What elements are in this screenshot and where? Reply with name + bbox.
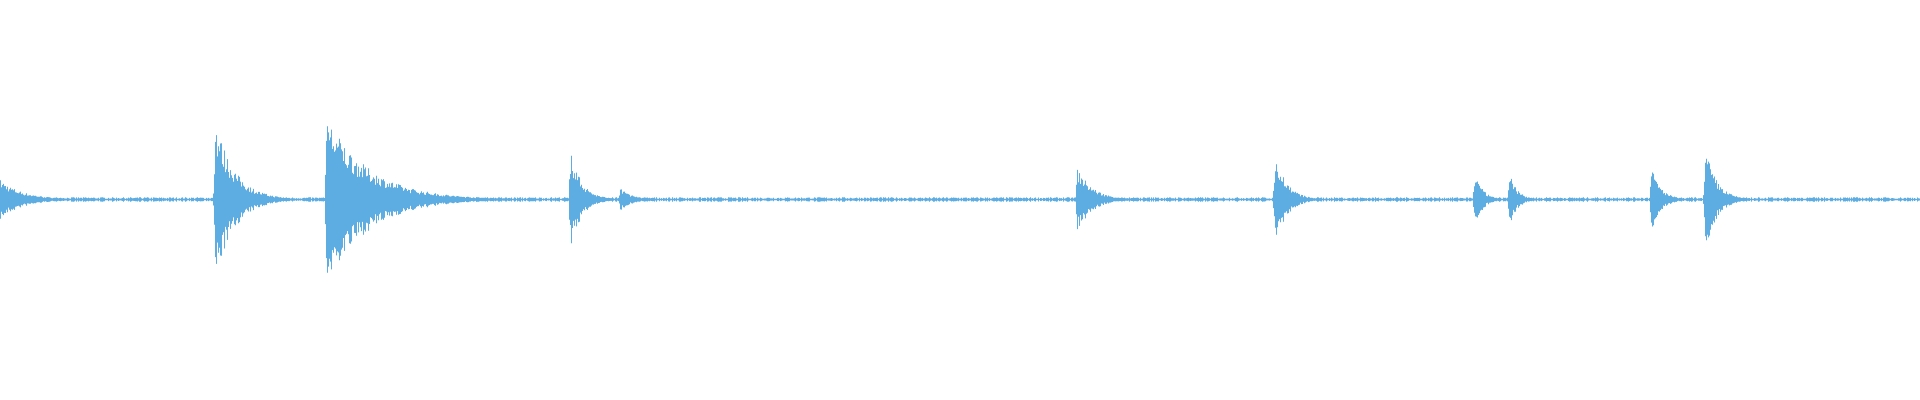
waveform-samples xyxy=(0,126,1920,273)
waveform-path xyxy=(0,126,1920,273)
